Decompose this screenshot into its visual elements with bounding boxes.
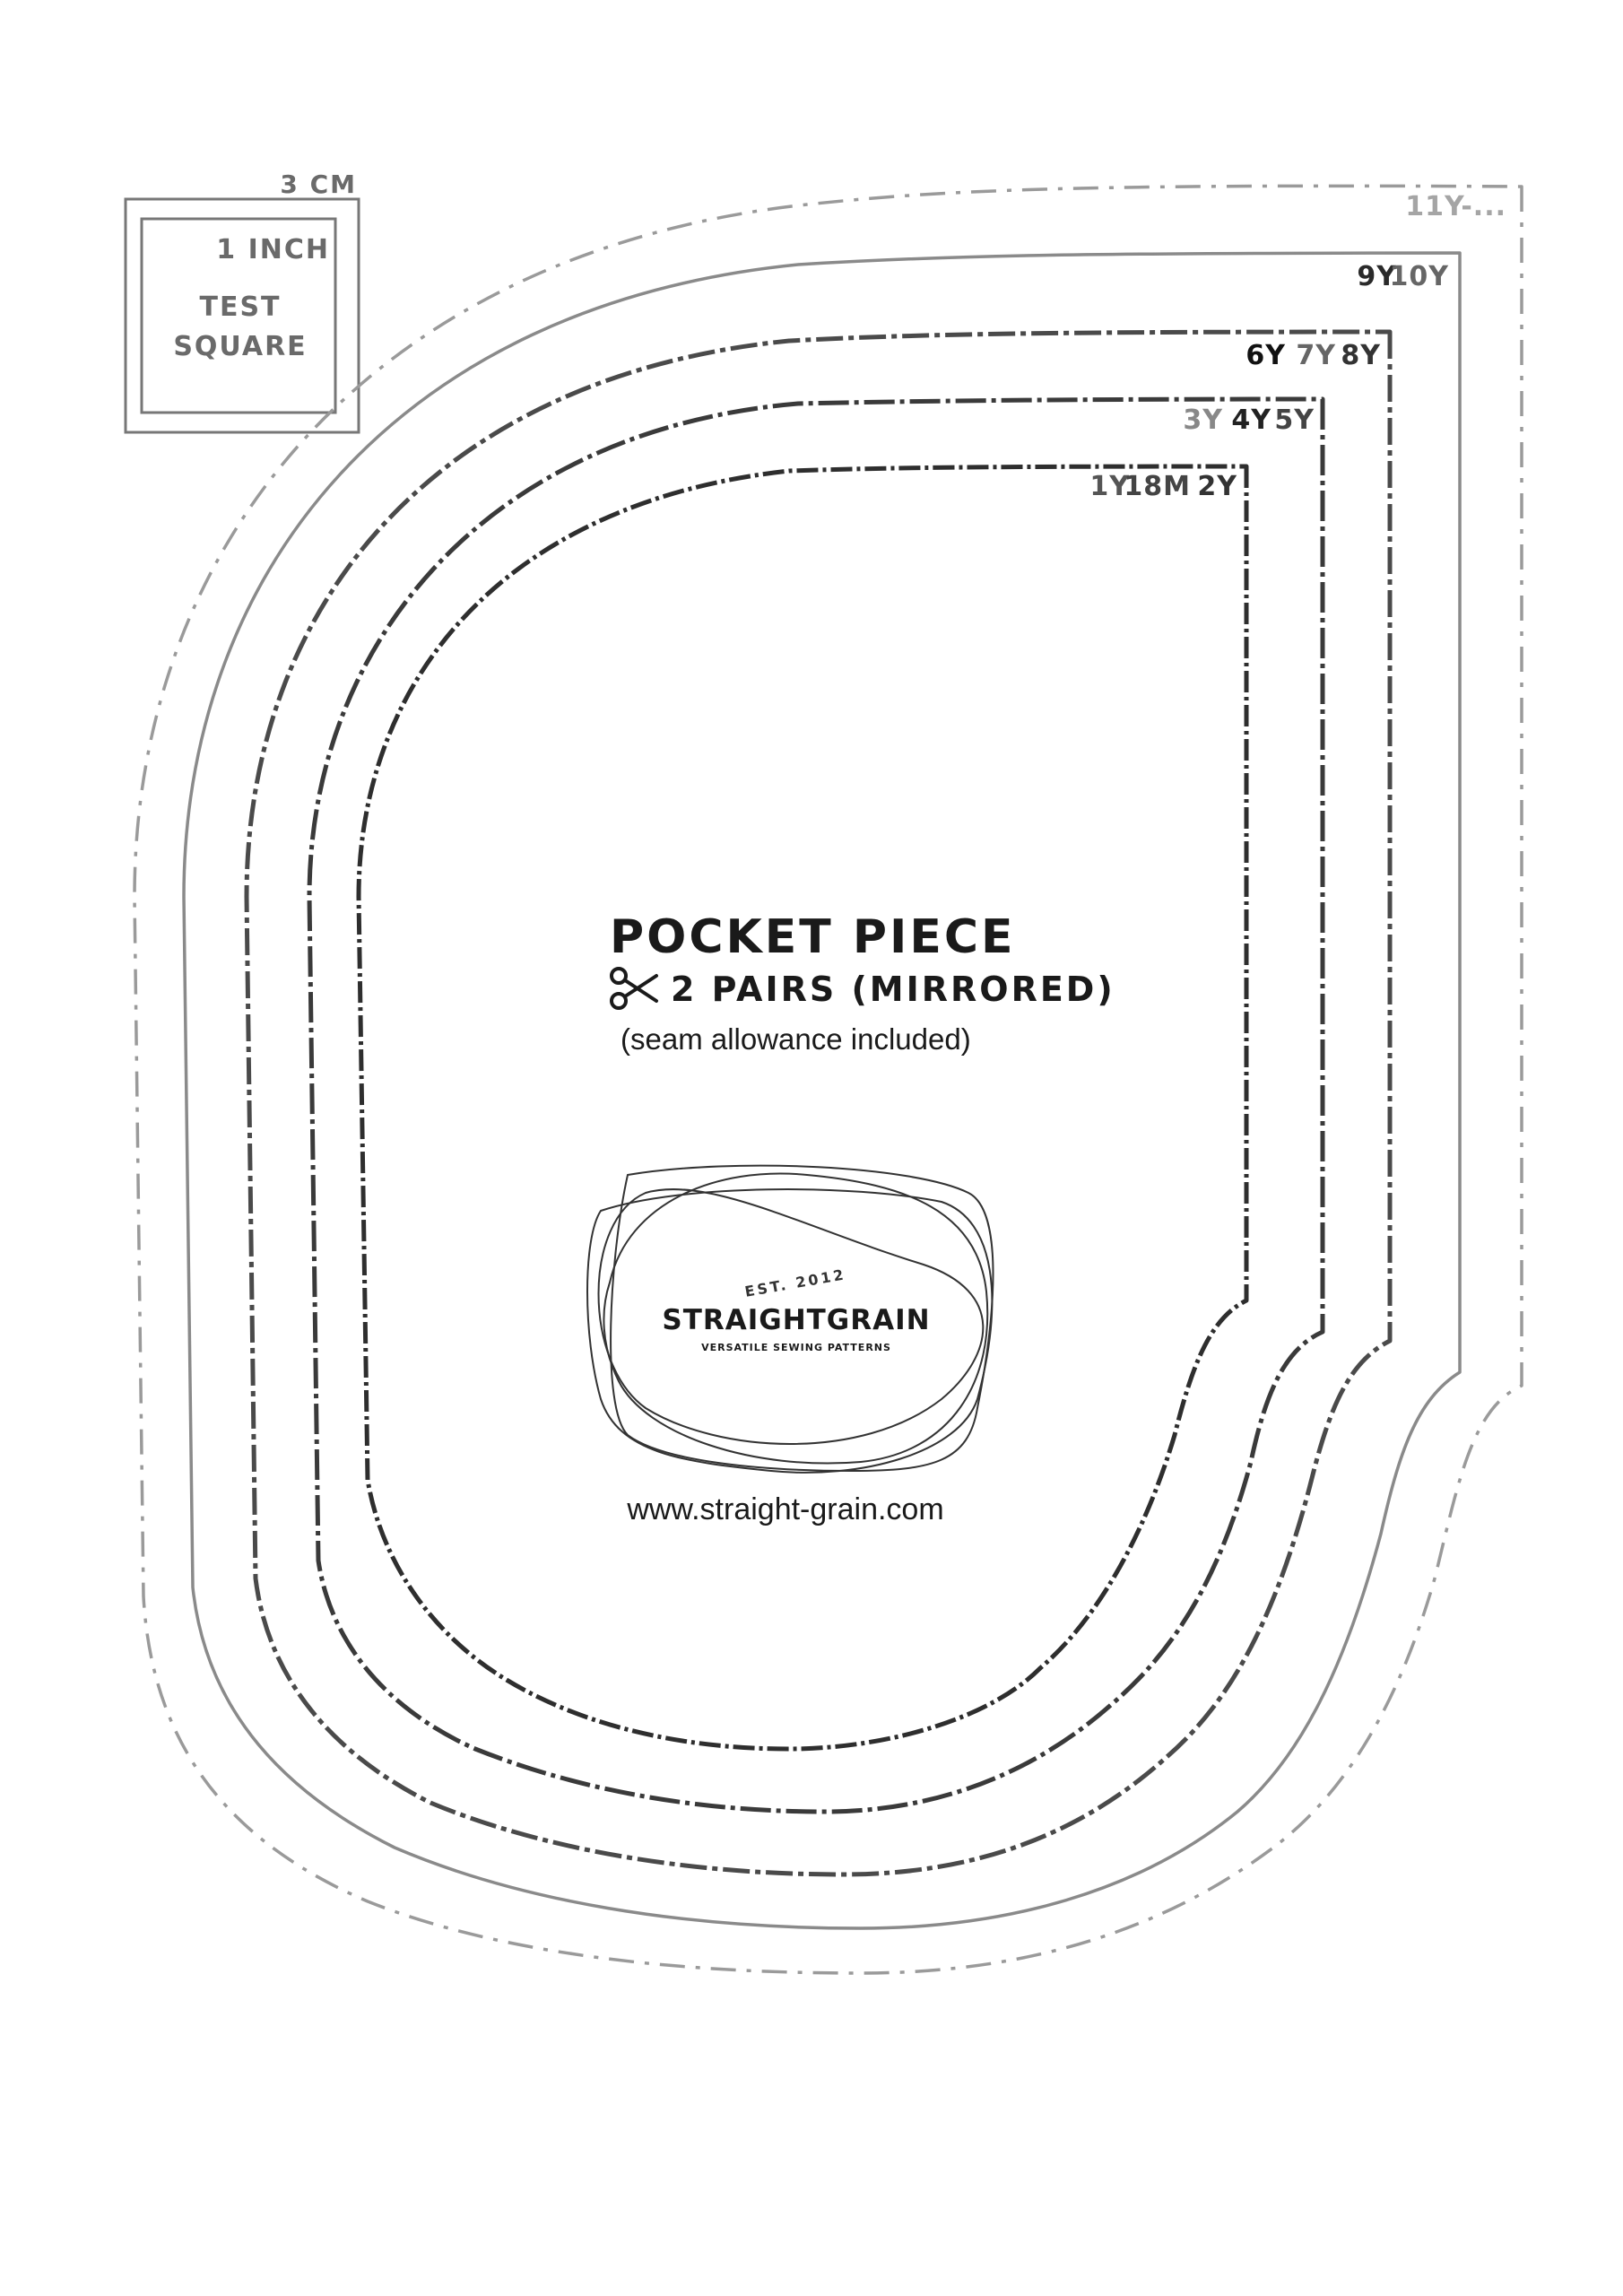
seam-allowance-note: (seam allowance included) (621, 1022, 971, 1056)
straightgrain-logo: EST. 2012 STRAIGHTGRAIN VERSATILE SEWING… (586, 1164, 994, 1474)
size-label-2y: 2Y (1197, 471, 1237, 502)
scissors-icon (610, 967, 658, 1010)
size-label-1y: 1Y (1089, 471, 1130, 502)
test-square-inch-label: 1 INCH (216, 234, 330, 265)
test-square-cm-label: 3 CM (280, 170, 357, 199)
piece-info: POCKET PIECE 2 PAIRS (MIRRORED) (seam al… (610, 910, 1115, 1056)
outline-size-6y-7y-8y (244, 329, 1393, 1877)
test-square-3cm-outline (124, 197, 360, 434)
test-square: 3 CM 1 INCH TEST SQUARE (124, 170, 360, 434)
logo-est: EST. 2012 (743, 1265, 847, 1300)
size-label-9y: 9Y (1357, 261, 1397, 292)
size-label-11y-plus: 11Y-... (1405, 191, 1506, 222)
size-label-4y: 4Y (1231, 404, 1271, 436)
size-label-8y: 8Y (1341, 340, 1381, 371)
logo-brand: STRAIGHTGRAIN (662, 1304, 930, 1336)
size-label-10y: 10Y (1390, 261, 1450, 292)
cut-instruction: 2 PAIRS (MIRRORED) (671, 970, 1115, 1009)
size-label-5y: 5Y (1274, 404, 1315, 436)
size-labels: 11Y-... 9Y 10Y 6Y 7Y 8Y 3Y 4Y 5Y 1Y 18M … (1089, 191, 1506, 502)
logo-tagline: VERSATILE SEWING PATTERNS (701, 1342, 891, 1353)
test-square-1inch-outline (140, 217, 337, 414)
logo-frame-shapes (586, 1164, 994, 1474)
outline-size-9y-10y (182, 251, 1462, 1930)
size-label-7y: 7Y (1296, 340, 1336, 371)
size-label-6y: 6Y (1245, 340, 1286, 371)
test-square-title-line2: SQUARE (173, 331, 307, 362)
size-outlines (133, 184, 1523, 1975)
outline-size-11y-plus (133, 184, 1523, 1975)
piece-title: POCKET PIECE (610, 910, 1016, 964)
outline-size-3y-4y-5y (307, 396, 1325, 1814)
outline-size-1y-18m-2y (356, 464, 1249, 1752)
size-label-18m: 18M (1124, 471, 1191, 502)
size-label-3y: 3Y (1183, 404, 1223, 436)
test-square-title-line1: TEST (199, 291, 281, 323)
website-url: www.straight-grain.com (626, 1492, 943, 1526)
